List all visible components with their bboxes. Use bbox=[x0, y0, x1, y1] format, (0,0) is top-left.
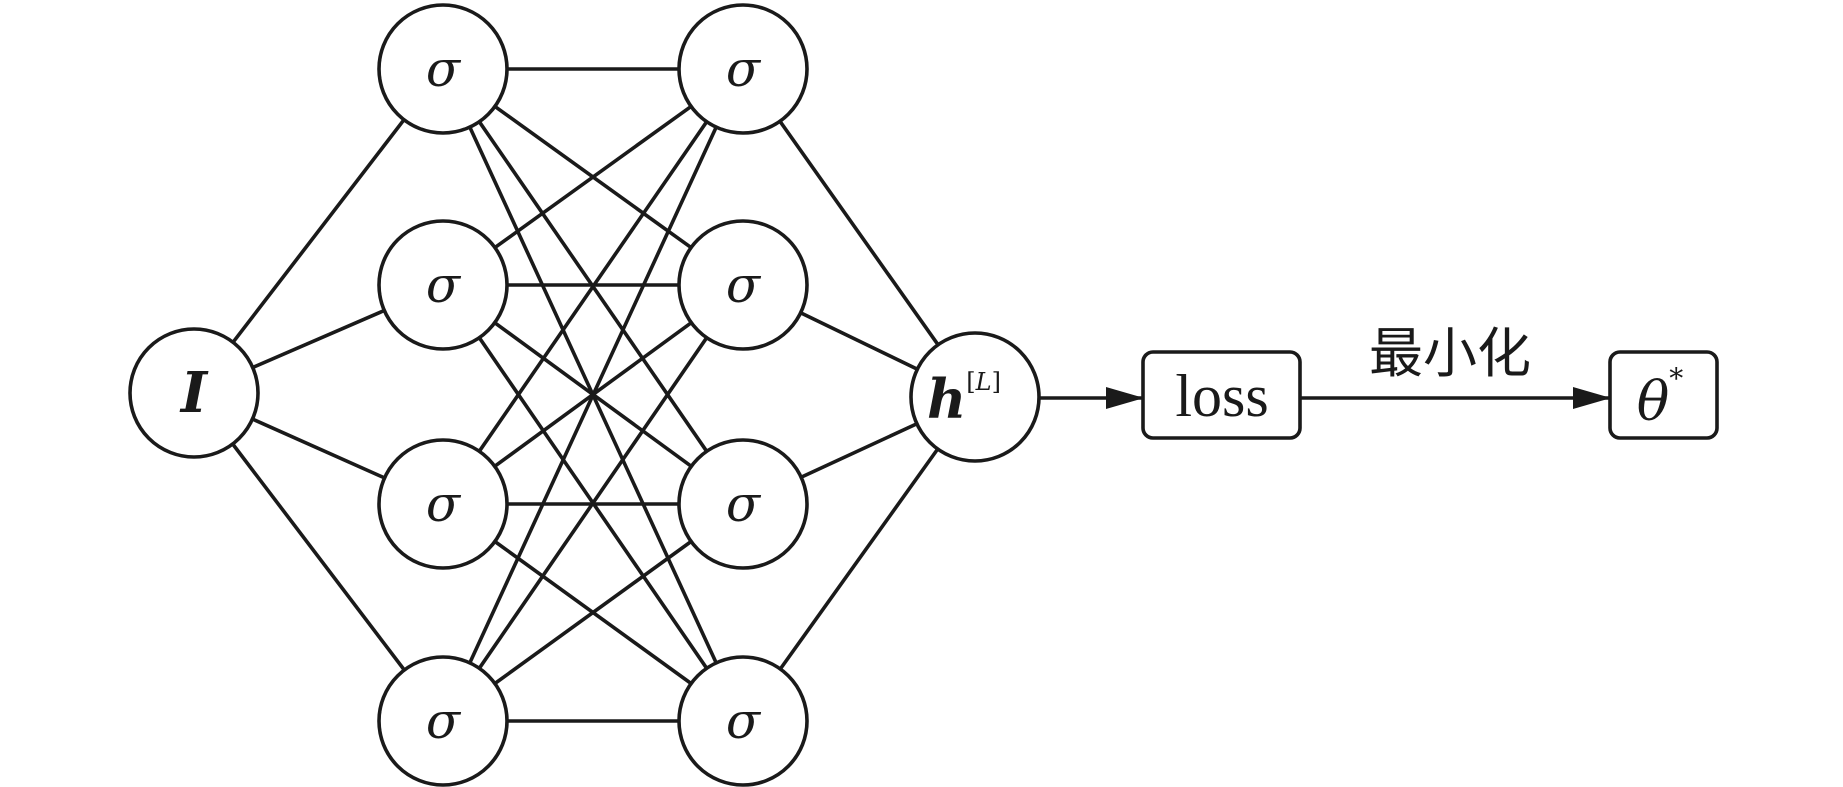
edge-h2-4-to-output bbox=[778, 447, 940, 671]
output-symbol-base: h bbox=[927, 367, 966, 431]
minimize-label: 最小化 bbox=[1369, 322, 1531, 385]
hidden-layer-1-unit-1: σ bbox=[377, 3, 509, 135]
output-symbol: h[L] bbox=[927, 367, 1001, 431]
edge-h1-4-to-h2-2 bbox=[477, 336, 709, 670]
edge-h1-4-to-h2-3 bbox=[493, 540, 693, 685]
edge-h2-1-to-output bbox=[778, 120, 940, 346]
edge-h1-4-to-h2-1 bbox=[468, 126, 718, 664]
sigma-label: σ bbox=[726, 475, 762, 533]
sigma-label: σ bbox=[726, 40, 762, 98]
hidden-layer-1-unit-3: σ bbox=[377, 438, 509, 570]
hidden-layer-2-unit-1: σ bbox=[677, 3, 809, 135]
hidden-layer-2-unit-3: σ bbox=[677, 438, 809, 570]
theta-symbol: θ bbox=[1637, 370, 1670, 433]
hidden-layer-1-unit-2: σ bbox=[377, 219, 509, 351]
hidden-layer-1-unit-4: σ bbox=[377, 655, 509, 787]
edge-input-to-h1-4 bbox=[231, 442, 406, 672]
hidden-layer-2: σ σ σ σ bbox=[677, 3, 809, 787]
output-superscript-open: [ bbox=[966, 368, 975, 396]
connection-lines bbox=[231, 67, 940, 723]
hidden-layer-2-unit-2: σ bbox=[677, 219, 809, 351]
result-symbol: θ* bbox=[1637, 362, 1684, 433]
output-superscript-close: ] bbox=[992, 368, 1001, 396]
output-superscript-var: L bbox=[975, 368, 992, 396]
edge-input-to-h1-2 bbox=[251, 308, 386, 370]
output-node: h[L] bbox=[909, 331, 1041, 463]
result-box: θ* bbox=[1608, 350, 1719, 440]
sigma-label: σ bbox=[426, 40, 462, 98]
input-symbol: I bbox=[179, 360, 209, 426]
sigma-label: σ bbox=[726, 256, 762, 314]
loss-box: loss bbox=[1141, 350, 1302, 440]
edge-h2-3-to-output bbox=[800, 422, 918, 479]
edge-h2-2-to-output bbox=[799, 311, 919, 371]
sigma-label: σ bbox=[426, 692, 462, 750]
sigma-label: σ bbox=[426, 475, 462, 533]
theta-superscript: * bbox=[1669, 362, 1683, 395]
loss-label: loss bbox=[1175, 363, 1268, 429]
edge-h1-3-to-h2-1 bbox=[477, 120, 709, 453]
edge-input-to-h1-3 bbox=[251, 417, 386, 480]
hidden-layer-2-unit-4: σ bbox=[677, 655, 809, 787]
sigma-label: σ bbox=[726, 692, 762, 750]
input-node: I bbox=[128, 327, 260, 459]
edge-h1-2-to-h2-1 bbox=[493, 104, 693, 250]
sigma-label: σ bbox=[426, 256, 462, 314]
hidden-layer-1: σ σ σ σ bbox=[377, 3, 509, 787]
edge-input-to-h1-1 bbox=[231, 118, 406, 344]
